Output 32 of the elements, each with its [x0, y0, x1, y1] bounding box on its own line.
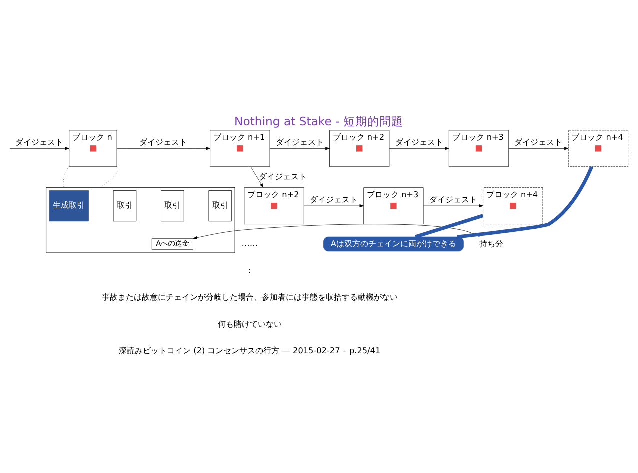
arrow [10, 147, 70, 150]
arrow [116, 147, 210, 150]
cluster [46, 187, 236, 254]
node-box: ブロック n+2 [244, 188, 304, 224]
node-box: ブロック n+4 [483, 188, 544, 224]
arrow [389, 147, 450, 150]
label: 深読みビットコイン (2) コンセンサスの行方 — 2015-02-27 – p.25/41 [119, 346, 381, 356]
node-box: 取引 [113, 190, 137, 222]
node-box: ブロック n+2 [330, 130, 390, 168]
node-box: ブロック n+3 [448, 130, 510, 168]
node-box: 取引 [161, 190, 184, 222]
node-box: Aは双方のチェインに両がけできる [324, 236, 464, 252]
arrow [270, 147, 330, 150]
connector [457, 166, 594, 239]
node-box: ブロック n [69, 130, 118, 168]
node-box: 生成取引 [49, 190, 89, 222]
node-box: ブロック n+4 [568, 130, 628, 168]
label: 事故または故意にチェインが分岐した場合、参加者には事態を収拾する動機がない [102, 292, 398, 302]
label: 何も賭けていない [218, 318, 282, 329]
node-box: ブロック n+3 [364, 188, 424, 224]
arrow [508, 147, 569, 150]
label: …… [242, 238, 258, 248]
node-box: ブロック n+1 [210, 130, 270, 168]
node-text: 持ち分 [479, 238, 504, 248]
arrow [250, 166, 264, 188]
arrow [193, 224, 480, 240]
arrow [304, 204, 364, 208]
arrow [424, 204, 484, 208]
connector [414, 214, 484, 239]
label: : [248, 265, 252, 276]
diagram-title: Nothing at Stake - 短期的問題 [234, 114, 404, 128]
node-box: 取引 [208, 190, 232, 222]
